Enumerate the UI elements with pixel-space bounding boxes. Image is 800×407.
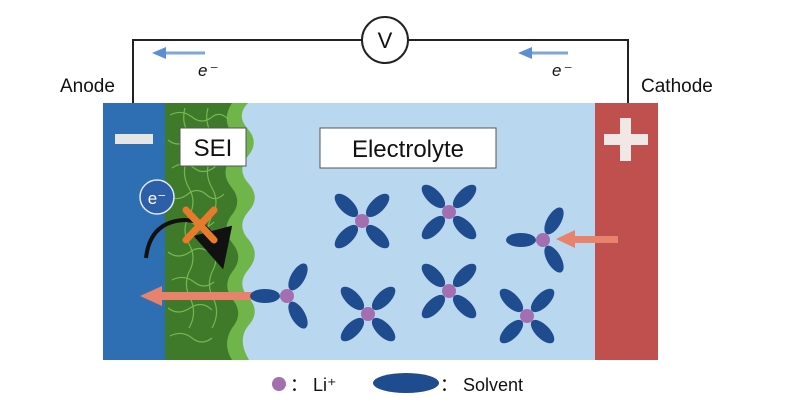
- circuit-wire: [132, 39, 629, 103]
- sei-label: SEI: [194, 135, 233, 162]
- electrolyte-label: Electrolyte: [352, 136, 464, 163]
- electron-icon: e⁻: [139, 179, 175, 215]
- legend-li-label: ： Li⁺: [290, 375, 337, 395]
- solvent-icon: [452, 263, 477, 288]
- voltmeter-icon: V: [361, 16, 409, 64]
- li-ion-icon: [442, 205, 456, 219]
- solvent-icon: [530, 288, 555, 313]
- electron-flow-arrow-left: [152, 47, 205, 59]
- solvent-icon: [421, 215, 446, 240]
- solvent-icon: [544, 245, 564, 273]
- legend-solvent-label: ： Solvent: [440, 375, 523, 395]
- solvent-icon: [371, 317, 396, 342]
- solvated-li-clusters: [250, 184, 564, 344]
- solvent-icon: [340, 286, 365, 311]
- solvated-li-cluster: [334, 193, 390, 249]
- li-ion-icon: [361, 307, 375, 321]
- solvent-icon: [365, 193, 390, 218]
- sei-label-box: [179, 127, 247, 167]
- electron-label-left: e⁻: [198, 61, 218, 80]
- solvent-icon: [365, 224, 390, 249]
- solvent-icon: [340, 317, 365, 342]
- li-ion-desolvation-arrow: [556, 230, 618, 248]
- solvent-icon: [250, 289, 280, 303]
- solvated-li-cluster: [340, 286, 396, 342]
- electron-badge-label: e⁻: [148, 189, 166, 208]
- solvent-icon: [421, 184, 446, 209]
- li-ion-icon: [442, 284, 456, 298]
- electron-label-right: e⁻: [552, 61, 572, 80]
- solvent-icon: [421, 294, 446, 319]
- electrolyte-label-box: [319, 127, 497, 169]
- solvated-li-cluster: [250, 263, 308, 329]
- li-ion-icon: [536, 233, 550, 247]
- legend-li-ion-icon: [272, 377, 286, 391]
- solvated-li-cluster: [499, 288, 555, 344]
- solvent-icon: [334, 193, 359, 218]
- solvent-icon: [506, 233, 536, 247]
- plus-sign-icon: [604, 118, 648, 161]
- minus-sign-icon: [115, 134, 153, 144]
- solvent-icon: [499, 288, 524, 313]
- legend: ： Li⁺ ： Solvent: [272, 373, 523, 395]
- solvated-li-cluster: [421, 263, 477, 319]
- electron-flow-arrow-right: [518, 47, 568, 59]
- li-ion-icon: [280, 289, 294, 303]
- solvent-icon: [544, 207, 564, 235]
- li-ion-transport-arrow: [140, 286, 270, 306]
- cathode-label: Cathode: [641, 76, 713, 97]
- solvent-icon: [288, 263, 308, 291]
- block-x-icon: [182, 206, 218, 244]
- anode-label: Anode: [60, 76, 115, 97]
- li-ion-icon: [520, 309, 534, 323]
- solvent-icon: [288, 301, 308, 329]
- solvent-icon: [530, 319, 555, 344]
- solvent-icon: [452, 184, 477, 209]
- solvent-icon: [334, 224, 359, 249]
- solvent-icon: [421, 263, 446, 288]
- li-ion-icon: [355, 214, 369, 228]
- legend-solvent-icon: [373, 373, 439, 393]
- solvent-icon: [452, 294, 477, 319]
- solvated-li-cluster: [421, 184, 477, 240]
- solvent-icon: [499, 319, 524, 344]
- solvent-icon: [371, 286, 396, 311]
- solvent-icon: [452, 215, 477, 240]
- solvated-li-cluster: [506, 207, 564, 273]
- voltmeter-label: V: [378, 28, 393, 53]
